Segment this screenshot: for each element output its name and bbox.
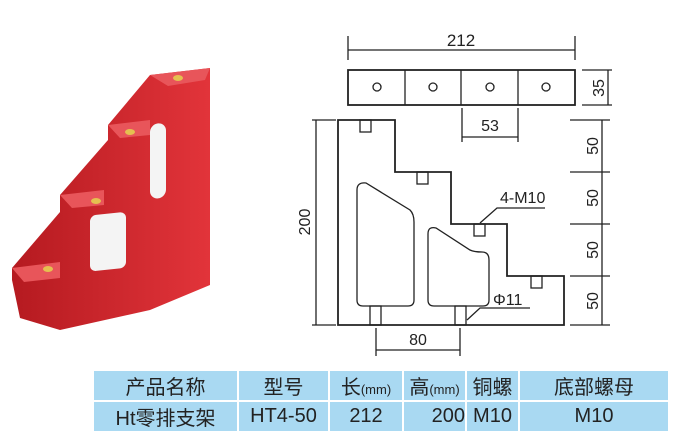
table-row: Ht零排支架 HT4-50 212 200 M10 M10 [92, 400, 670, 433]
step-dim-1: 50 [585, 137, 602, 155]
product-illustration [12, 68, 210, 330]
step-dim-4: 50 [585, 292, 602, 310]
header-name: 产品名称 [125, 377, 206, 399]
depth-dim: 35 [591, 79, 608, 97]
technical-drawing: 212 35 53 200 50 50 50 50 80 4-M10 Φ11 [297, 31, 612, 356]
table-header-row: 产品名称 型号 长(mm) 高(mm) 铜螺 底部螺母 [92, 369, 670, 402]
step-dim-3: 50 [585, 241, 602, 259]
cell-length: 212 [328, 400, 404, 433]
cell-height: 200 [402, 400, 467, 433]
spec-table: 产品名称 型号 长(mm) 高(mm) 铜螺 底部螺母 Ht零排支架 HT4-5… [92, 369, 670, 433]
cell-model: HT4-50 [237, 400, 330, 433]
header-model: 型号 [263, 377, 304, 399]
thread-label: 4-M10 [500, 190, 545, 207]
cell-bottom-nut: M10 [518, 400, 670, 433]
header-height-unit: (mm) [429, 382, 460, 397]
pitch-dim: 53 [481, 118, 499, 135]
step-dim-2: 50 [585, 189, 602, 207]
hole-label: Φ11 [493, 292, 522, 309]
header-copper-screw: 铜螺 [472, 377, 513, 399]
header-length-unit: (mm) [360, 382, 392, 397]
cell-name: Ht零排支架 [92, 400, 239, 433]
header-height: 高 [409, 377, 430, 399]
height-dim: 200 [297, 209, 314, 236]
header-length: 长 [340, 377, 361, 399]
width-dim: 212 [447, 31, 475, 50]
header-bottom-nut: 底部螺母 [554, 377, 634, 399]
cell-copper-screw: M10 [465, 400, 520, 433]
base-pitch-dim: 80 [409, 332, 427, 349]
